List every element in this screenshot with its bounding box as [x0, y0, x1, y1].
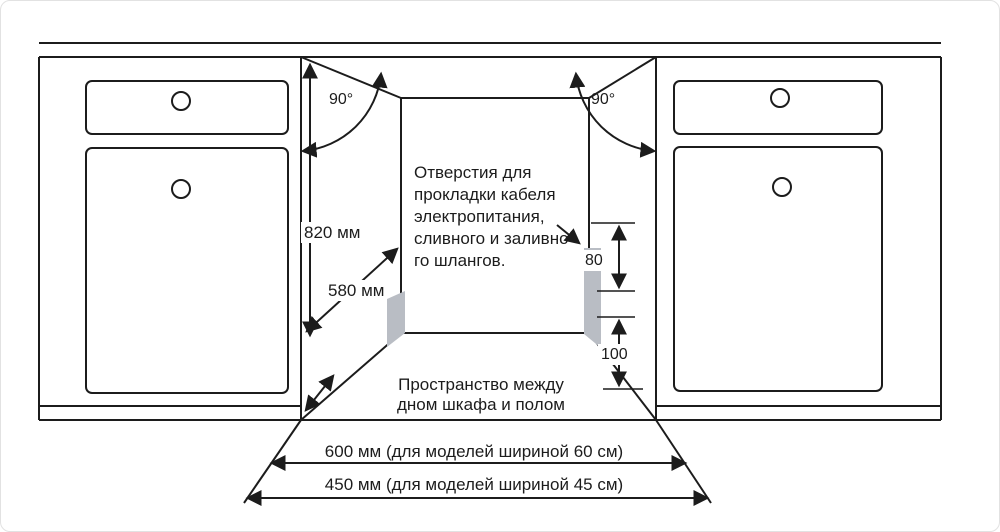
dim-600-label: 600 мм (для моделей шириной 60 см): [324, 442, 624, 461]
dim-100-label: 100: [598, 344, 631, 365]
niche-back-wall: [400, 97, 590, 334]
angle-left-label: 90°: [329, 91, 354, 108]
floor-gap-arrow: [304, 374, 335, 412]
cabinet-left-door-panel: [85, 147, 289, 394]
holes-pointer-arrow: [556, 224, 581, 245]
cabinet-left: [38, 57, 289, 420]
holes-note: Отверстия для прокладки кабеля электропи…: [414, 163, 569, 270]
floor-gap-note: Пространство между дном шкафа и полом: [397, 375, 565, 414]
hole-strip-left: [387, 291, 405, 347]
dim-580-label: 580 мм: [325, 280, 388, 301]
angle-right-label: 90°: [591, 91, 616, 108]
dim-80-label: 80: [582, 250, 606, 271]
cabinet-right-drawer-knob: [770, 88, 790, 108]
niche-floor-left-edge: [300, 332, 402, 421]
cabinet-left-door-knob: [171, 179, 191, 199]
cabinet-left-drawer-knob: [171, 91, 191, 111]
dim-450-label: 450 мм (для моделей шириной 45 см): [324, 475, 624, 494]
door-swing-arc-right: [569, 71, 657, 158]
cabinet-right-door-knob: [772, 177, 792, 197]
cabinet-right: [673, 57, 942, 420]
countertop: [39, 42, 941, 58]
plinth: [39, 405, 941, 421]
cabinet-right-door-panel: [673, 146, 883, 392]
hole-strip-right: [584, 248, 601, 348]
dim-820-label: 820 мм: [301, 222, 364, 243]
dimension-lines: [243, 62, 712, 506]
